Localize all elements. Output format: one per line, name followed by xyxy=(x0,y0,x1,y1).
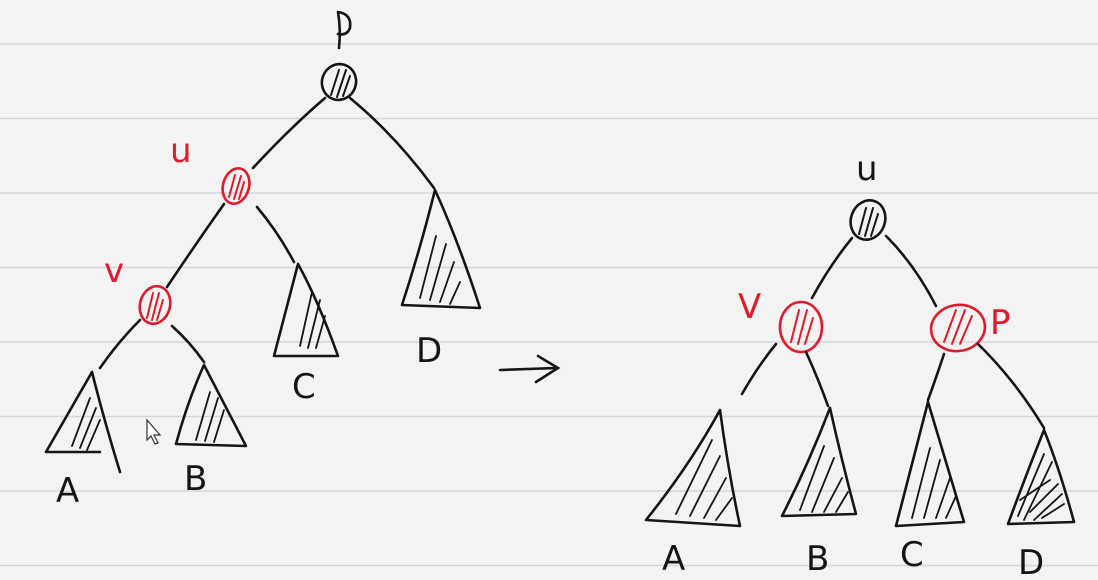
label-u-before: u xyxy=(170,131,192,171)
label-subtree-b-after: B xyxy=(806,539,829,579)
tree-before xyxy=(44,10,482,474)
label-subtree-c-after: C xyxy=(900,535,924,575)
subtree-b-after xyxy=(780,406,858,518)
label-subtree-c-before: C xyxy=(292,367,316,407)
node-v-after xyxy=(778,300,824,354)
edge-v-a xyxy=(98,318,142,370)
labels-after: u V P A B C D xyxy=(662,149,1044,580)
mouse-pointer-icon xyxy=(146,418,162,445)
subtree-d-after xyxy=(1006,428,1076,526)
edge-u-c xyxy=(255,205,296,264)
subtree-d-before xyxy=(400,188,482,310)
label-subtree-b-before: B xyxy=(184,459,207,499)
label-u-after: u xyxy=(856,149,878,189)
label-p-after: P xyxy=(990,303,1011,343)
node-v-before xyxy=(138,284,172,326)
label-v-after: V xyxy=(738,287,761,327)
edge-u-v-after xyxy=(810,236,854,300)
edge-p-d-after xyxy=(976,342,1046,430)
node-u-after xyxy=(849,199,887,241)
edge-v-b-after xyxy=(804,350,830,408)
tree-after xyxy=(644,199,1076,528)
edge-v-a-after xyxy=(740,342,778,396)
subtree-c-after xyxy=(894,400,966,528)
label-subtree-d-before: D xyxy=(416,331,442,371)
subtree-a-before xyxy=(44,370,122,474)
node-p-after xyxy=(929,303,987,353)
edge-v-b xyxy=(170,324,206,364)
label-subtree-d-after: D xyxy=(1018,543,1044,580)
label-subtree-a-after: A xyxy=(662,539,685,579)
node-u-before xyxy=(221,166,251,206)
edge-u-v xyxy=(165,202,226,289)
labels-before: P u v A B C D xyxy=(56,131,442,511)
subtree-b-before xyxy=(174,363,248,448)
edge-p-u xyxy=(251,96,327,170)
node-p-before xyxy=(320,10,358,102)
label-v-before: v xyxy=(104,251,124,291)
edge-u-p-after xyxy=(884,234,938,308)
label-subtree-a-before: A xyxy=(56,471,79,511)
subtree-a-after xyxy=(644,408,742,528)
right-arrow-icon xyxy=(498,354,561,384)
edge-p-c-after xyxy=(926,352,946,402)
subtree-c-before xyxy=(272,262,340,358)
edge-p-d xyxy=(348,96,436,190)
